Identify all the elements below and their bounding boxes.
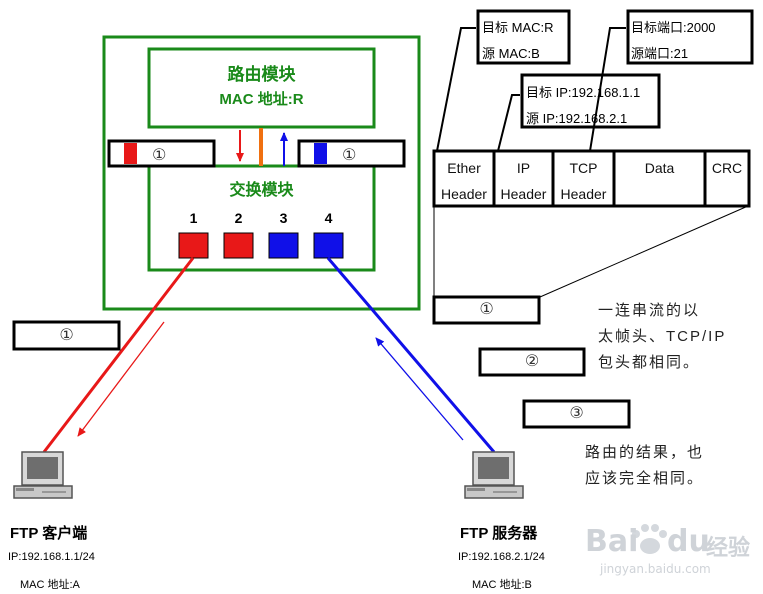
client-title: FTP 客户端 xyxy=(10,525,88,542)
server-ip: IP:192.168.2.1/24 xyxy=(458,551,545,563)
client-ip: IP:192.168.1.1/24 xyxy=(8,551,95,563)
ip-label-1: IP xyxy=(516,160,531,176)
right-frame-marker: ① xyxy=(342,147,357,164)
tcp-header-field: TCP Header xyxy=(553,155,614,207)
server-mac: MAC 地址:B xyxy=(472,579,532,591)
port-3 xyxy=(268,232,299,259)
ether-header-field: Ether Header xyxy=(434,155,494,207)
tcp-label-1: TCP xyxy=(569,160,598,176)
note2-line2: 应该完全相同。 xyxy=(585,470,705,487)
ether-label-2: Header xyxy=(441,186,487,202)
ip-info-box xyxy=(520,73,661,129)
note2-line1: 路由的结果，也 xyxy=(585,444,705,461)
watermark-cn: 经验 xyxy=(706,536,751,561)
client-link-line xyxy=(42,257,195,453)
port-3-label: 3 xyxy=(279,210,288,226)
stream-marker-3-box xyxy=(522,399,631,429)
tcp-label-2: Header xyxy=(560,186,607,202)
port-4-label: 4 xyxy=(324,210,333,226)
routing-module-box xyxy=(147,47,376,129)
mac-src-text: 源 MAC:B xyxy=(482,46,540,61)
right-frame-blue-block xyxy=(314,143,327,164)
note-routing-result: 路由的结果，也 应该完全相同。 xyxy=(585,440,704,492)
note-stream-headers: 一连串流的以 太帧头、TCP/IP 包头都相同。 xyxy=(598,298,726,376)
left-frame-marker: ① xyxy=(152,147,167,164)
left-frame-red-block xyxy=(124,143,137,164)
baidu-paw-icon xyxy=(632,524,667,554)
ip-dest-text: 目标 IP:192.168.1.1 xyxy=(526,85,641,100)
port-2-label: 2 xyxy=(234,210,243,226)
client-computer-icon xyxy=(13,451,73,499)
stream-marker-1-box xyxy=(12,320,121,351)
note1-line3: 包头都相同。 xyxy=(598,354,701,371)
port-info-box xyxy=(626,9,754,65)
port-2 xyxy=(223,232,254,259)
client-return-arrow xyxy=(77,321,165,437)
port-1-label: 1 xyxy=(189,210,198,226)
stream-marker-2-box xyxy=(478,347,586,377)
watermark-brand2: du xyxy=(667,524,710,559)
router-mac-label: MAC 地址:R xyxy=(219,91,304,108)
port-dest-text: 目标端口:2000 xyxy=(631,20,716,35)
ip-header-field: IP Header xyxy=(494,155,553,207)
port-1 xyxy=(178,232,209,259)
port-src-text: 源端口:21 xyxy=(631,46,689,61)
data-field: Data xyxy=(644,160,675,176)
stream-marker-1: ① xyxy=(59,327,74,344)
ip-callout-line xyxy=(497,94,520,152)
mac-info-box xyxy=(476,9,571,65)
server-title: FTP 服务器 xyxy=(460,525,538,542)
packet-frame xyxy=(432,149,751,208)
crc-field: CRC xyxy=(711,160,743,176)
server-link-line xyxy=(326,257,496,453)
mac-dest-text: 目标 MAC:R xyxy=(482,20,554,35)
expanded-marker-box xyxy=(432,295,541,325)
client-mac: MAC 地址:A xyxy=(20,579,80,591)
ip-src-text: 源 IP:192.168.2.1 xyxy=(526,111,628,126)
stream-marker-2: ② xyxy=(524,353,540,370)
expand-line-right xyxy=(539,205,749,298)
mac-callout-line xyxy=(436,27,476,152)
port-4 xyxy=(313,232,344,259)
note1-line2: 太帧头、TCP/IP xyxy=(598,328,727,345)
switch-module-title: 交换模块 xyxy=(229,182,294,199)
watermark-url: jingyan.baidu.com xyxy=(600,562,711,576)
router-outer-box xyxy=(102,35,421,311)
note1-line1: 一连串流的以 xyxy=(598,302,701,319)
port-callout-line xyxy=(589,27,626,152)
expanded-marker: ① xyxy=(479,301,494,318)
server-computer-icon xyxy=(464,451,524,499)
watermark-brand: Bai xyxy=(585,524,639,559)
ip-label-2: Header xyxy=(500,186,547,202)
ether-label-1: Ether xyxy=(447,160,481,176)
server-send-arrow xyxy=(375,337,464,441)
routing-module-title: 路由模块 xyxy=(227,65,296,84)
stream-marker-3: ③ xyxy=(569,405,584,422)
